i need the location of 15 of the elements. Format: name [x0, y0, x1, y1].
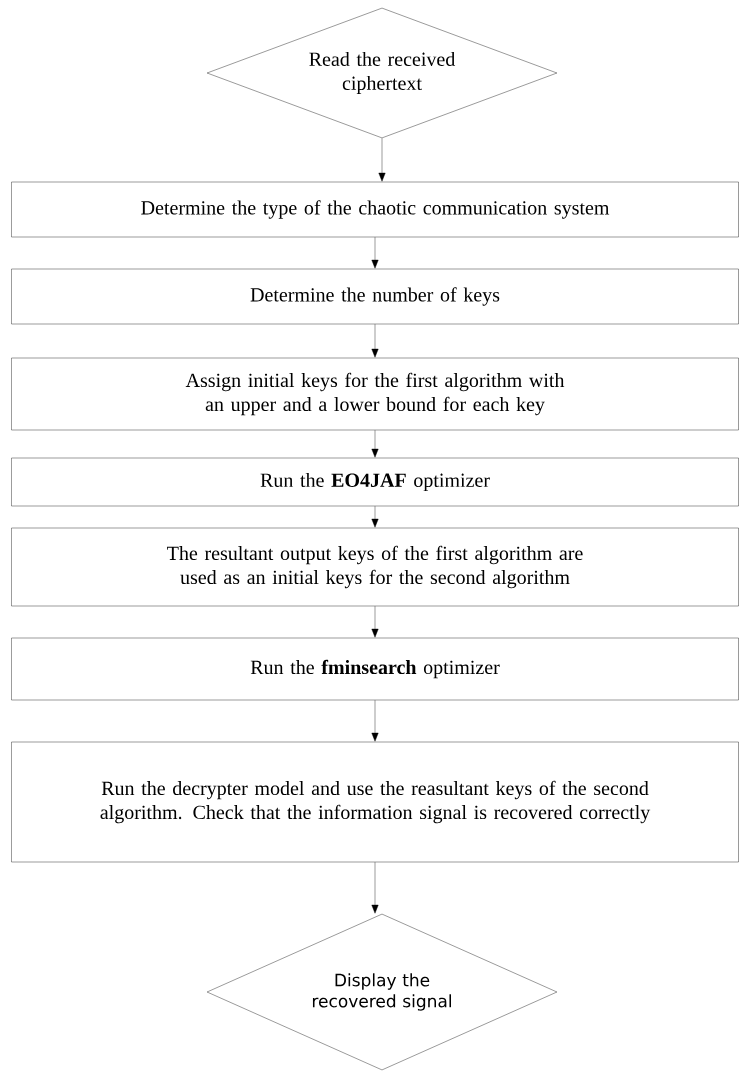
process-box: The resultant output keys of the first algorithm are used as an initial keys for the second algorithm	[11, 527, 739, 607]
arrow	[371, 700, 379, 742]
process-box: Run the fminsearch optimizer	[11, 637, 739, 701]
arrow	[371, 237, 379, 269]
process-box: Assign initial keys for the first algorithm with an upper and a lower bound for each key	[11, 357, 739, 431]
arrow	[371, 862, 379, 914]
process-box: Determine the number of keys	[11, 268, 739, 325]
arrow	[371, 506, 379, 528]
process-box: Determine the type of the chaotic communication system	[11, 181, 739, 238]
process-box: Run the decrypter model and use the reasultant keys of the second algorithm. Check that the information signal is recovered correctly	[11, 741, 739, 863]
process-box: Run the EO4JAF optimizer	[11, 457, 739, 507]
arrow	[371, 324, 379, 358]
arrow	[371, 606, 379, 638]
arrow	[371, 430, 379, 458]
arrow	[378, 138, 386, 182]
